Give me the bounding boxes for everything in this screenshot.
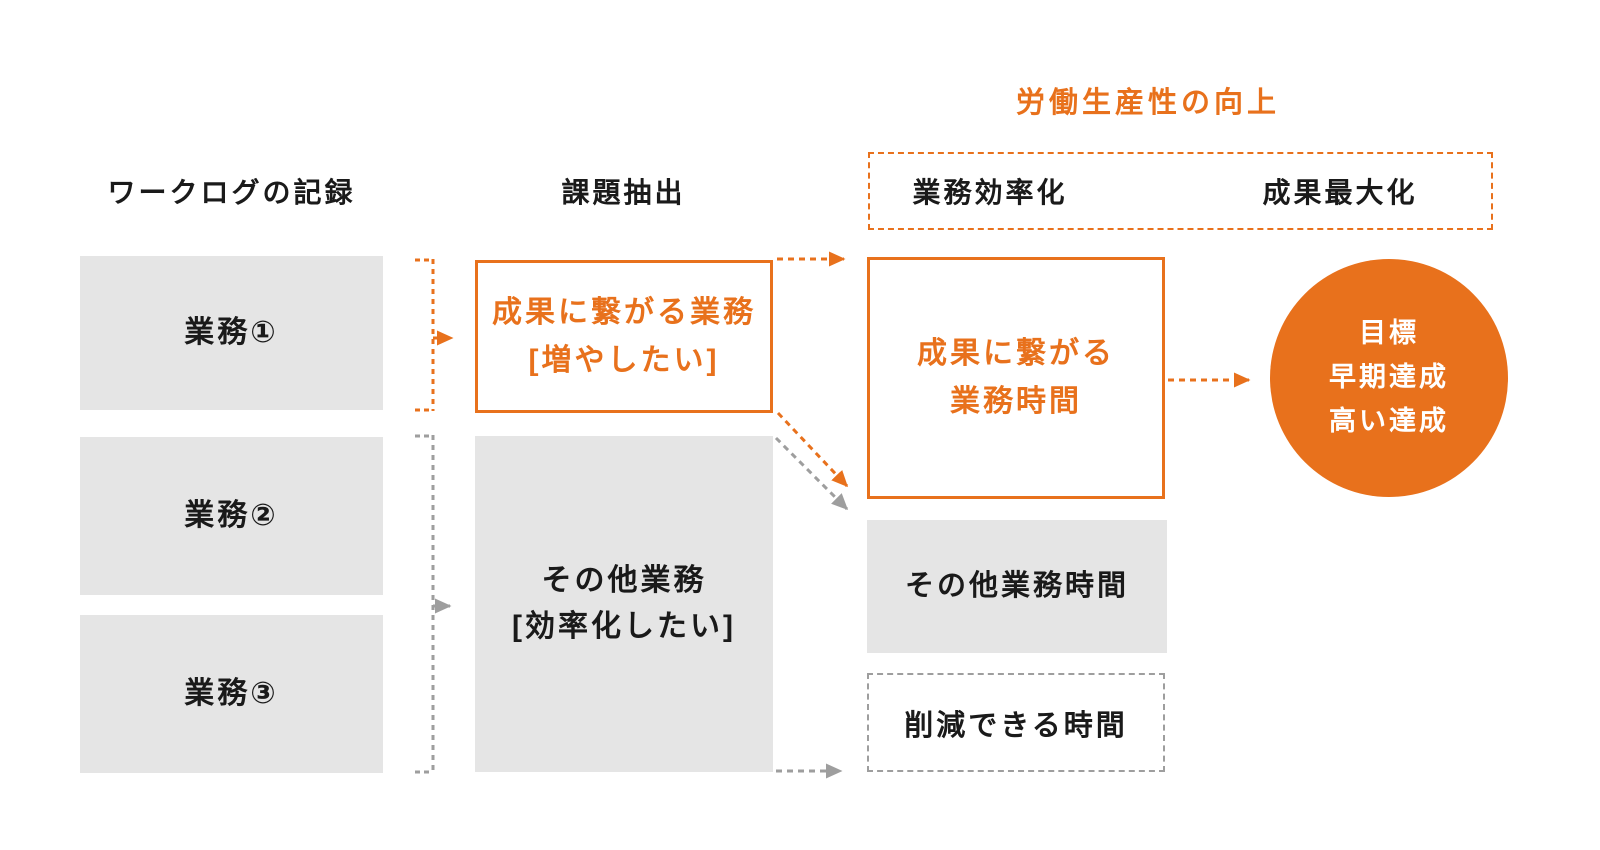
worklog-task-2-box: 業務② [80,437,383,595]
diagram-title: 労働生産性の向上 [1015,87,1280,119]
outcome-task-line2: [増やしたい] [528,343,720,377]
outcome-time-box: 成果に繋がる 業務時間 [867,257,1165,499]
goal-line1: 目標 [1359,318,1419,349]
column-header-maximize: 成果最大化 [1262,177,1418,208]
outcome-task-line1: 成果に繋がる業務 [492,295,756,329]
outcome-time-line2: 業務時間 [950,385,1082,418]
worklog-task-3-box: 業務③ [80,615,383,773]
bracket-task2-task3 [415,434,452,774]
other-task-line1: その他業務 [541,563,707,597]
other-task-box: その他業務 [効率化したい] [475,436,773,772]
other-time-box: その他業務時間 [867,520,1167,653]
bracket-task1 [415,258,454,412]
reducible-time-box: 削減できる時間 [867,673,1165,772]
goal-circle: 目標 早期達成 高い達成 [1270,259,1508,497]
goal-line3: 高い達成 [1329,405,1449,436]
other-task-line2: [効率化したい] [512,610,736,643]
outcome-task-box: 成果に繋がる業務 [増やしたい] [475,260,773,413]
arrow-outcome-task-to-outcome-time-bottom [776,411,849,488]
column-header-issues: 課題抽出 [561,177,686,208]
column-header-worklog: ワークログの記録 [107,177,356,208]
arrow-other-task-to-other-time [774,436,849,511]
outcome-time-line1: 成果に繋がる [917,337,1115,370]
worklog-task-1-box: 業務① [80,256,383,410]
column-header-efficiency: 業務効率化 [912,177,1068,208]
goal-line2: 早期達成 [1329,362,1449,393]
productivity-header-frame [868,152,1493,230]
